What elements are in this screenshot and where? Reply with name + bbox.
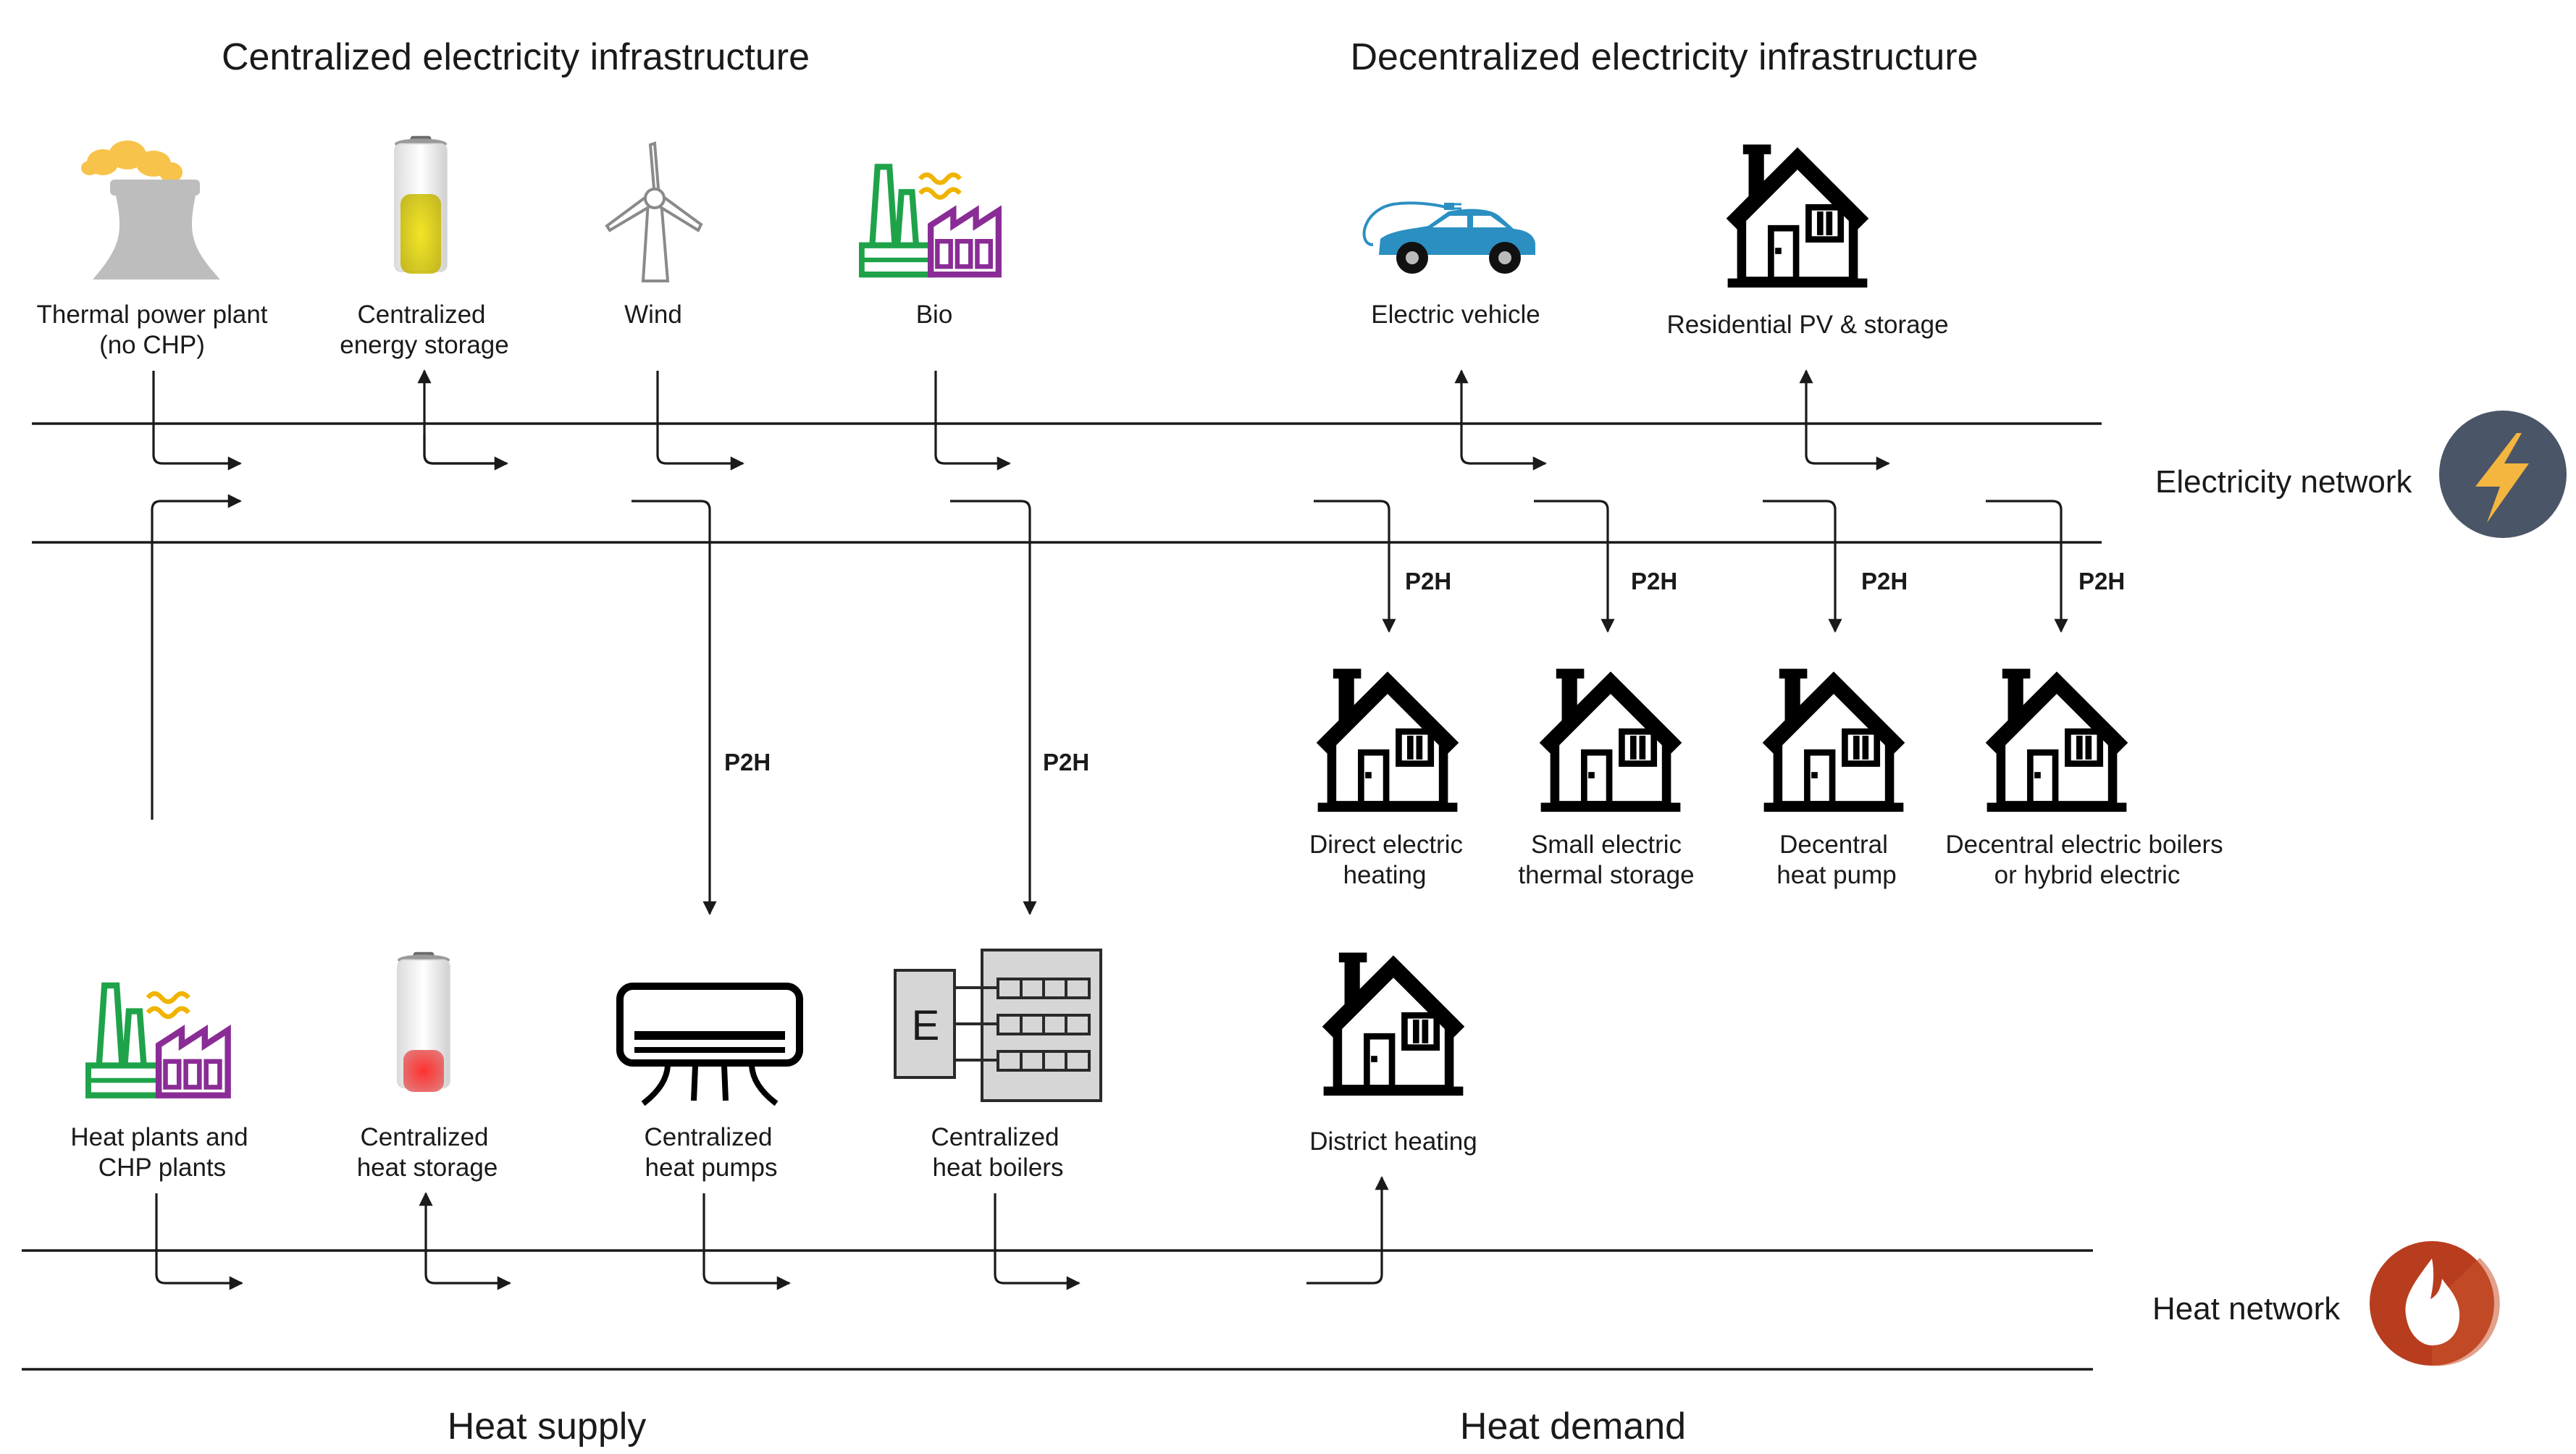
- p2h-label: P2H: [1631, 568, 1677, 594]
- house-icon: [1727, 145, 1869, 288]
- house-icon: [1986, 669, 2128, 812]
- heat-connectors: [155, 1176, 1389, 1290]
- centralized-heading: Centralized electricity infrastructure: [222, 36, 810, 78]
- decentralized-heading: Decentralized electricity infrastructure: [1351, 36, 1979, 78]
- bio-label: Bio: [916, 301, 953, 329]
- house-icon: [1763, 669, 1905, 812]
- electricity-network-label: Electricity network: [2155, 464, 2413, 500]
- factory-icon: [862, 167, 999, 274]
- p2h-label: P2H: [724, 749, 771, 776]
- wind-label: Wind: [624, 301, 682, 329]
- heat-network-label: Heat network: [2152, 1291, 2341, 1327]
- battery-icon: [394, 135, 448, 274]
- p2h-label: P2H: [2078, 568, 2125, 594]
- house-icon: [1322, 953, 1465, 1096]
- factory-icon: [88, 986, 228, 1096]
- residential-pv-label: Residential PV & storage: [1666, 311, 1948, 339]
- lightning-icon: [2439, 411, 2567, 538]
- battery-icon: [397, 951, 450, 1092]
- p2h-label: P2H: [1043, 749, 1089, 776]
- heat-supply-heading: Heat supply: [448, 1405, 647, 1447]
- electricity-connectors: [151, 369, 2068, 915]
- house-icon: [1540, 669, 1682, 812]
- heat-network-rails: [22, 1249, 2093, 1371]
- cooling-tower-icon: [81, 140, 220, 280]
- heat-demand-heading: Heat demand: [1460, 1405, 1686, 1447]
- thermal-label: Thermal power plant(no CHP): [36, 301, 267, 359]
- boiler-letter: E: [912, 1002, 940, 1049]
- car-icon: [1362, 201, 1535, 274]
- air-conditioner-icon: [616, 983, 803, 1106]
- flame-icon: [2370, 1241, 2500, 1366]
- p2h-label: P2H: [1861, 568, 1908, 594]
- wind-turbine-icon: [605, 141, 703, 282]
- ev-label: Electric vehicle: [1371, 301, 1540, 329]
- boiler-icon: E: [894, 949, 1102, 1102]
- house-icon: [1317, 669, 1459, 812]
- p2h-label: P2H: [1405, 568, 1451, 594]
- district-heating-label: District heating: [1309, 1127, 1477, 1156]
- electricity-network-rails: [32, 422, 2102, 544]
